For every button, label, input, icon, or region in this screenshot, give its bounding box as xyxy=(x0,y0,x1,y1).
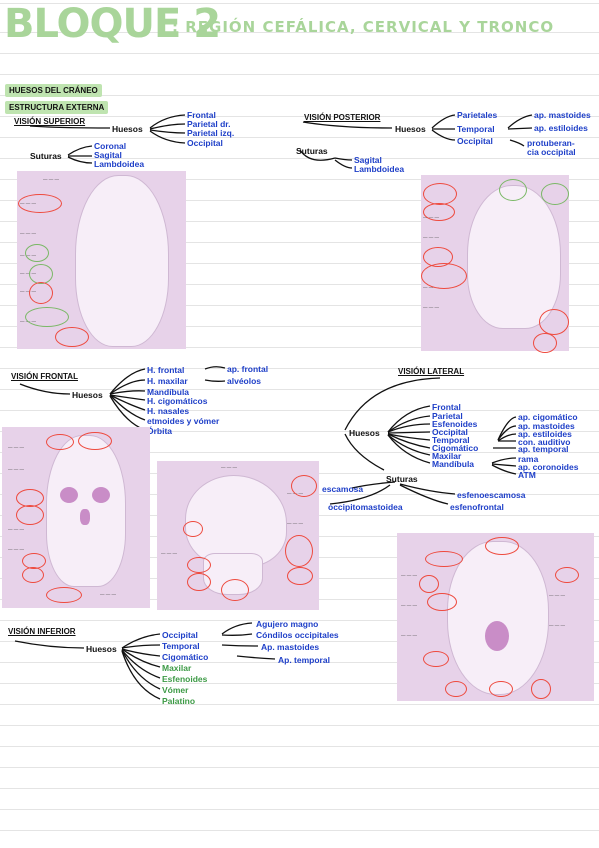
posterior-protuberancia-2: cia occipital xyxy=(527,147,576,157)
frontal-hueso-frontal: H. frontal xyxy=(147,365,185,375)
lateral-hueso-esfenoides: Esfenoides xyxy=(432,419,478,429)
inferior-hueso-maxilar: Maxilar xyxy=(162,663,192,673)
inferior-huesos-label: Huesos xyxy=(86,644,117,654)
lateral-sutura-esfenoescamosa: esfenoescamosa xyxy=(457,490,526,500)
heading-vision-superior: VISIÓN SUPERIOR xyxy=(14,117,86,126)
page-subtitle: : REGIÓN CEFÁLICA, CERVICAL Y TRONCO xyxy=(172,18,555,36)
frontal-hueso-cigomaticos: H. cigomáticos xyxy=(147,396,208,406)
posterior-sutura-sagital: Sagital xyxy=(354,155,382,165)
lateral-ap-cigomatico: ap. cigomático xyxy=(518,412,578,422)
lateral-hueso-temporal: Temporal xyxy=(432,435,470,445)
posterior-ap-estiloides: ap. estiloides xyxy=(534,123,588,133)
frontal-alveolos: alvéolos xyxy=(227,376,262,386)
inferior-condilos-occipitales: Cóndilos occipitales xyxy=(256,630,339,640)
lateral-huesos-label: Huesos xyxy=(349,428,380,438)
heading-vision-frontal: VISIÓN FRONTAL xyxy=(11,372,78,381)
lateral-suturas-label: Suturas xyxy=(386,474,418,484)
superior-sutura-sagital: Sagital xyxy=(94,150,122,160)
posterior-hueso-occipital: Occipital xyxy=(457,136,493,146)
inferior-ap-temporal: Ap. temporal xyxy=(278,655,330,665)
superior-hueso-occipital: Occipital xyxy=(187,138,223,148)
inferior-ap-mastoides: Ap. mastoides xyxy=(261,642,320,652)
superior-hueso-parietal-dr: Parietal dr. xyxy=(187,119,231,129)
frontal-hueso-mandibula: Mandíbula xyxy=(147,387,190,397)
posterior-huesos-label: Huesos xyxy=(395,124,426,134)
lateral-ap-temporal: ap. temporal xyxy=(518,444,569,454)
posterior-hueso-parietales: Parietales xyxy=(457,110,498,120)
skull-inferior-image: — — — — — — — — — — — — — — — xyxy=(397,533,594,701)
lateral-rama: rama xyxy=(518,454,539,464)
inferior-hueso-cigomatico: Cigomático xyxy=(162,652,209,662)
skull-superior-image: — — — — — — — — — — — — — — — — — — — — … xyxy=(17,171,186,349)
superior-suturas-label: Suturas xyxy=(30,151,62,161)
lateral-hueso-occipital: Occipital xyxy=(432,427,468,437)
heading-vision-posterior: VISIÓN POSTERIOR xyxy=(304,113,381,122)
lateral-hueso-parietal: Parietal xyxy=(432,411,463,421)
section-huesos: HUESOS DEL CRÁNEO xyxy=(5,84,102,97)
section-estructura: ESTRUCTURA EXTERNA xyxy=(5,101,109,114)
frontal-huesos-label: Huesos xyxy=(72,390,103,400)
page-title: BLOQUE 2 xyxy=(4,1,221,47)
skull-frontal-image: — — — — — — — — — — — — — — — xyxy=(2,427,150,608)
inferior-hueso-esfenoides: Esfenoides xyxy=(162,674,208,684)
frontal-hueso-maxilar: H. maxilar xyxy=(147,376,188,386)
frontal-hueso-nasales: H. nasales xyxy=(147,406,190,416)
inferior-hueso-palatino: Palatino xyxy=(162,696,196,706)
superior-sutura-lambdoidea: Lambdoidea xyxy=(94,159,145,169)
inferior-hueso-occipital: Occipital xyxy=(162,630,198,640)
lateral-atm: ATM xyxy=(518,470,536,480)
lateral-ap-coronoides: ap. coronoides xyxy=(518,462,579,472)
lateral-ap-estiloides: ap. estiloides xyxy=(518,429,572,439)
superior-sutura-coronal: Coronal xyxy=(94,141,127,151)
posterior-ap-mastoides: ap. mastoides xyxy=(534,110,591,120)
skull-posterior-image: — — — — — — — — — — — — xyxy=(421,175,569,353)
lateral-con-auditivo: con. auditivo xyxy=(518,437,571,447)
superior-huesos-label: Huesos xyxy=(112,124,143,134)
frontal-ap-frontal: ap. frontal xyxy=(227,364,269,374)
superior-hueso-parietal-izq: Parietal izq. xyxy=(187,128,235,138)
posterior-sutura-lambdoidea: Lambdoidea xyxy=(354,164,405,174)
posterior-suturas-label: Suturas xyxy=(296,146,328,156)
lateral-sutura-escamosa: escamosa xyxy=(322,484,364,494)
posterior-protuberancia-1: protuberan- xyxy=(527,138,575,148)
inferior-agujero-magno: Agujero magno xyxy=(256,619,319,629)
lateral-hueso-maxilar: Maxilar xyxy=(432,451,462,461)
posterior-hueso-temporal: Temporal xyxy=(457,124,495,134)
inferior-hueso-temporal: Temporal xyxy=(162,641,200,651)
heading-vision-lateral: VISIÓN LATERAL xyxy=(398,367,465,376)
frontal-hueso-etmoides-vomer: etmoides y vómer xyxy=(147,416,220,426)
lateral-hueso-cigomatico: Cigomático xyxy=(432,443,479,453)
frontal-hueso-orbita: Órbita xyxy=(147,426,173,436)
lateral-sutura-esfenofrontal: esfenofrontal xyxy=(450,502,504,512)
lateral-hueso-mandibula: Mandíbula xyxy=(432,459,475,469)
skull-lateral-image: — — — — — — — — — — — — xyxy=(157,461,319,610)
lateral-sutura-occipitomastoidea: occipitomastoidea xyxy=(328,502,403,512)
inferior-hueso-vomer: Vómer xyxy=(162,685,189,695)
lateral-hueso-frontal: Frontal xyxy=(432,402,461,412)
heading-vision-inferior: VISIÓN INFERIOR xyxy=(8,627,76,636)
lateral-ap-mastoides: ap. mastoides xyxy=(518,421,575,431)
superior-hueso-frontal: Frontal xyxy=(187,110,216,120)
